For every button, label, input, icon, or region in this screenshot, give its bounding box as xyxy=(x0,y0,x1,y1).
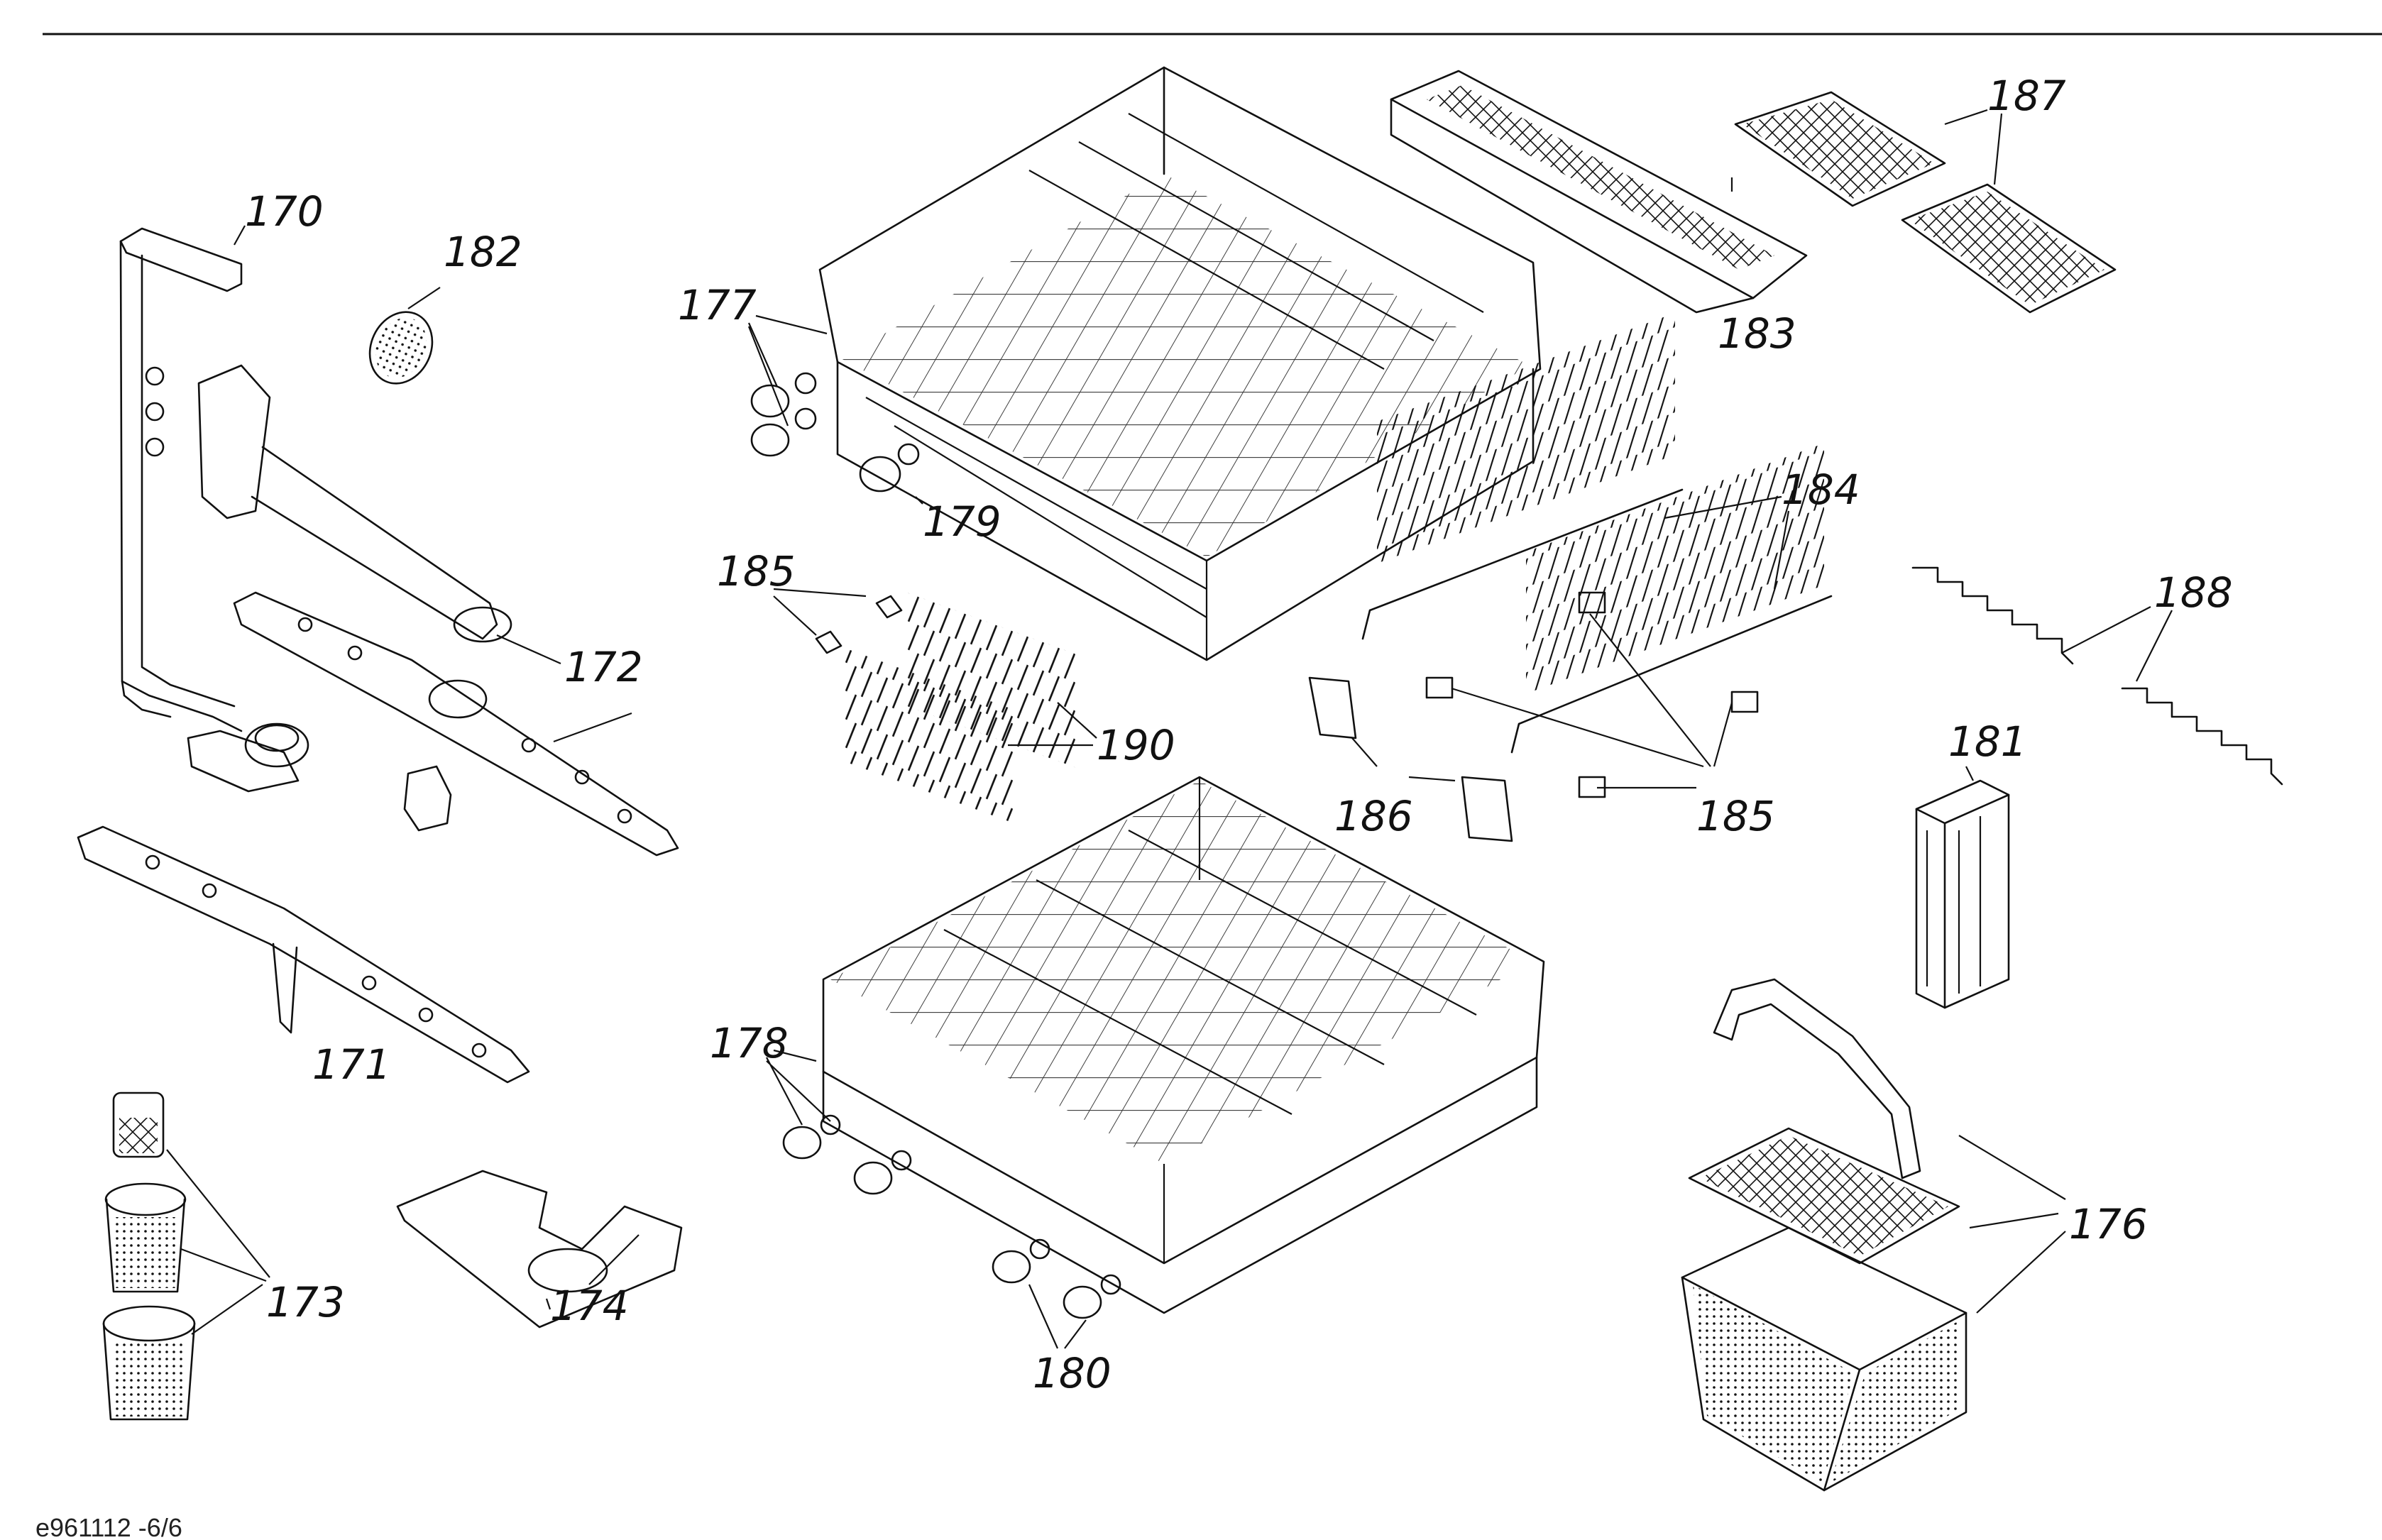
cutlery-basket xyxy=(1681,978,1967,1492)
callout-180: 180 xyxy=(1033,1349,1112,1397)
callout-labels: 170 182 172 171 173 174 177 179 185 190 … xyxy=(245,72,2233,1397)
document-reference: e961112 -6/6 xyxy=(35,1513,182,1540)
callout-184: 184 xyxy=(1782,466,1860,514)
lower-basket-wheels xyxy=(782,1114,1121,1319)
cutlery-tray xyxy=(1390,70,1808,314)
callout-183: 183 xyxy=(1718,309,1796,358)
callout-181: 181 xyxy=(1948,717,2027,766)
callout-190: 190 xyxy=(1097,721,1175,769)
callout-171: 171 xyxy=(312,1040,391,1089)
callout-177: 177 xyxy=(678,281,757,329)
folding-tine-rows-left xyxy=(815,592,1075,824)
rack-clips xyxy=(1308,676,1513,842)
upper-basket-wheels xyxy=(750,372,920,493)
callout-188: 188 xyxy=(2154,568,2233,617)
callout-174: 174 xyxy=(550,1282,629,1330)
lower-basket xyxy=(822,776,1545,1314)
upper-basket xyxy=(818,66,1542,661)
filter-disc xyxy=(368,311,434,385)
callout-182: 182 xyxy=(444,228,522,276)
callout-176: 176 xyxy=(2069,1200,2148,1248)
folding-tine-rows-right xyxy=(1361,313,1833,798)
spray-supply-pipe xyxy=(119,227,309,793)
lower-spray-arm xyxy=(77,825,530,1084)
leader-lines xyxy=(166,109,2173,1349)
tray-inserts xyxy=(1734,91,2117,314)
spray-arm-connector xyxy=(197,364,512,643)
callout-172: 172 xyxy=(564,643,643,691)
callout-178: 178 xyxy=(710,1019,789,1067)
callout-185-right: 185 xyxy=(1696,792,1775,840)
callout-173: 173 xyxy=(266,1278,345,1326)
callout-187: 187 xyxy=(1987,72,2066,120)
upper-spray-arm xyxy=(233,591,679,857)
filter-set xyxy=(102,1091,196,1421)
callout-170: 170 xyxy=(245,187,324,236)
cover-plate xyxy=(396,1170,683,1329)
callout-186: 186 xyxy=(1334,792,1413,840)
stepped-holders xyxy=(1911,566,2283,786)
callout-185-left: 185 xyxy=(717,547,796,595)
cutlery-cup xyxy=(1915,779,2010,1009)
callout-179: 179 xyxy=(923,497,1001,546)
